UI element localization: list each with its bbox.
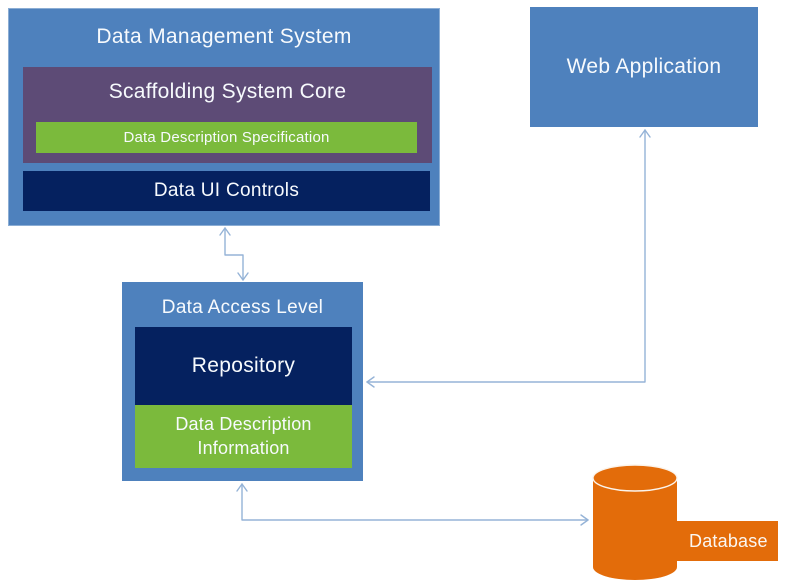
node-web-application: Web Application — [530, 7, 758, 127]
node-data-management-system: Data Management System Scaffolding Syste… — [8, 8, 440, 226]
node-repository: Repository — [135, 327, 352, 405]
database-cylinder-icon — [592, 464, 678, 580]
node-label: Data Access Level — [161, 297, 324, 318]
node-label: Data Management System — [96, 25, 352, 48]
node-label: Scaffolding System Core — [108, 80, 347, 103]
node-label: Database — [689, 530, 768, 551]
connector-dms-dal — [219, 227, 249, 281]
node-data-description-specification: Data Description Specification — [36, 122, 417, 153]
node-data-description-information: Data Description Information — [135, 405, 352, 468]
cylinder-top-rim — [592, 464, 678, 492]
node-database-label: Database — [675, 521, 778, 561]
node-label: Data Description Specification — [123, 129, 330, 146]
node-label: Data UI Controls — [153, 180, 300, 201]
node-label: Data Description Information — [175, 414, 312, 458]
node-scaffolding-system-core: Scaffolding System Core Data Description… — [23, 67, 432, 163]
node-label: Repository — [191, 354, 296, 377]
node-data-ui-controls: Data UI Controls — [23, 171, 430, 211]
node-data-access-level: Data Access Level Repository Data Descri… — [122, 282, 363, 481]
node-label: Web Application — [566, 55, 722, 78]
cylinder-body — [593, 478, 677, 567]
connector-dal-database — [236, 483, 589, 526]
